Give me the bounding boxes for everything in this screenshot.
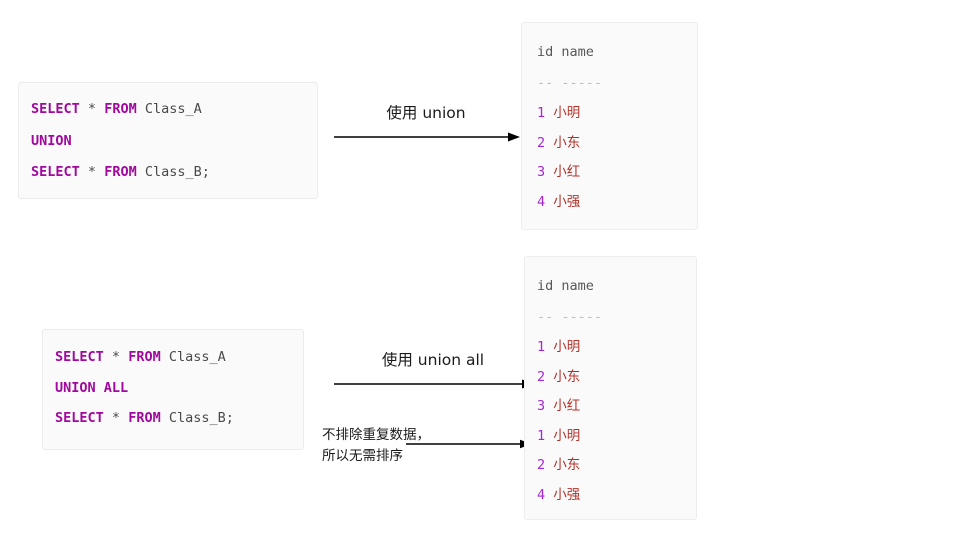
sql-table-class-a: Class_A xyxy=(144,101,202,117)
code-card-union-all: SELECT * FROM Class_A UNION ALL SELECT *… xyxy=(42,329,304,450)
result-cell-name: 小强 xyxy=(553,486,581,503)
result-cell-id: 2 xyxy=(537,134,546,151)
sql-table-class-b: Class_B; xyxy=(144,164,210,180)
result-cell-id: 2 xyxy=(537,368,546,385)
code-card-union: SELECT * FROM Class_A UNION SELECT * FRO… xyxy=(18,82,318,199)
result-cell-name: 小明 xyxy=(553,427,581,444)
sql-keyword-from-4: FROM xyxy=(128,410,161,426)
result-cell-id: 3 xyxy=(537,164,546,180)
arrow-union-all: 使用 union all xyxy=(330,350,536,393)
note-no-dedupe: 不排除重复数据， 所以无需排序 xyxy=(322,425,537,467)
result-cell-name: 小东 xyxy=(553,134,581,151)
result-rows-union-all: 1 小明 2 小东 3 小红 1 小明 2 小东 4 小强 xyxy=(537,339,696,503)
result-cell-id: 4 xyxy=(537,193,546,210)
result-row: 4 小强 xyxy=(537,486,696,503)
sql-star-3: * xyxy=(111,349,121,365)
result-header-union: id name xyxy=(537,44,594,60)
sql-table-class-a-2: Class_A xyxy=(168,349,226,365)
sql-keyword-select-4: SELECT xyxy=(55,410,104,426)
code-line-union: UNION xyxy=(31,132,317,149)
result-card-union: id name -- ----- 1 小明 2 小东 3 小红 4 小强 xyxy=(521,22,698,230)
sql-keyword-union: UNION xyxy=(31,132,72,149)
sql-keyword-select: SELECT xyxy=(31,101,80,117)
result-cell-id: 2 xyxy=(537,457,546,473)
result-cell-name: 小东 xyxy=(553,457,581,473)
sql-keyword-select-2: SELECT xyxy=(31,164,80,180)
result-row: 3 小红 xyxy=(537,164,697,180)
result-rule-union: -- ----- xyxy=(537,74,603,91)
arrow-line-union-all-icon xyxy=(334,379,534,389)
arrow-line-union-icon xyxy=(334,132,520,142)
result-row: 2 小东 xyxy=(537,134,697,151)
result-rule-union-all: -- ----- xyxy=(537,308,603,325)
result-row: 2 小东 xyxy=(537,368,696,385)
sql-keyword-select-3: SELECT xyxy=(55,349,104,365)
result-row: 1 小明 xyxy=(537,105,697,121)
code-line-select-a-2: SELECT * FROM Class_A xyxy=(55,349,303,365)
result-row: 3 小红 xyxy=(537,398,696,414)
result-header-union-all: id name xyxy=(537,278,594,294)
result-rows-union: 1 小明 2 小东 3 小红 4 小强 xyxy=(537,105,697,210)
result-cell-name: 小强 xyxy=(553,193,581,210)
result-row: 4 小强 xyxy=(537,193,697,210)
result-cell-name: 小红 xyxy=(553,398,581,414)
result-cell-id: 1 xyxy=(537,339,546,355)
result-row: 2 小东 xyxy=(537,457,696,473)
sql-keyword-union-all: UNION ALL xyxy=(55,379,129,396)
code-line-select-a: SELECT * FROM Class_A xyxy=(31,101,317,117)
result-cell-id: 3 xyxy=(537,398,546,414)
arrow-label-union-all: 使用 union all xyxy=(381,351,485,369)
code-line-select-b-2: SELECT * FROM Class_B; xyxy=(55,410,303,426)
sql-keyword-from-2: FROM xyxy=(104,164,137,180)
sql-star-4: * xyxy=(111,410,121,426)
code-line-union-all: UNION ALL xyxy=(55,379,303,396)
result-cell-name: 小明 xyxy=(553,339,581,355)
sql-table-class-b-2: Class_B; xyxy=(168,410,234,426)
result-cell-name: 小东 xyxy=(553,368,581,385)
sql-star-2: * xyxy=(87,164,97,180)
arrow-line-note-icon xyxy=(406,439,532,449)
sql-star: * xyxy=(87,101,97,117)
arrow-union: 使用 union xyxy=(330,103,522,146)
result-row: 1 小明 xyxy=(537,427,696,444)
sql-keyword-from: FROM xyxy=(104,101,137,117)
result-row: 1 小明 xyxy=(537,339,696,355)
result-cell-id: 1 xyxy=(537,105,546,121)
result-card-union-all: id name -- ----- 1 小明 2 小东 3 小红 1 小明 2 小东 4 小… xyxy=(524,256,697,520)
note-no-dedupe-text: 不排除重复数据， 所以无需排序 xyxy=(322,427,430,464)
sql-keyword-from-3: FROM xyxy=(128,349,161,365)
arrow-label-union: 使用 union xyxy=(386,104,466,122)
result-cell-name: 小明 xyxy=(553,105,581,121)
result-cell-id: 4 xyxy=(537,486,546,503)
result-cell-id: 1 xyxy=(537,427,546,444)
result-cell-name: 小红 xyxy=(553,164,581,180)
code-line-select-b: SELECT * FROM Class_B; xyxy=(31,164,317,180)
